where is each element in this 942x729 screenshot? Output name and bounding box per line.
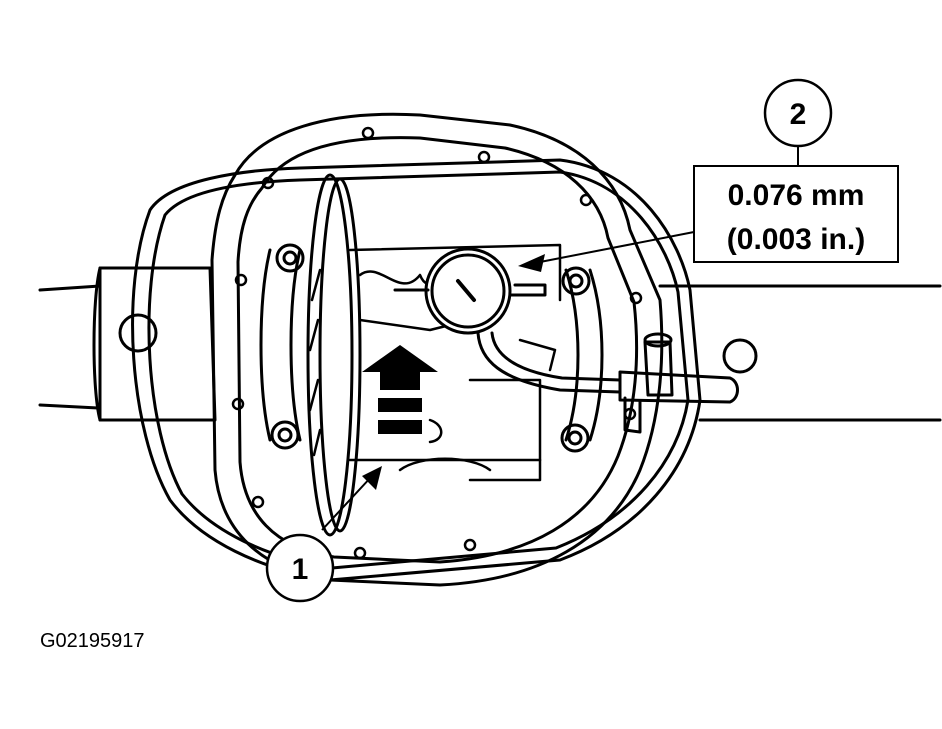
differential-internals xyxy=(348,243,562,482)
left-axle-tube xyxy=(38,266,217,422)
right-axle-tube xyxy=(658,284,942,422)
flange-bolt-holes xyxy=(231,126,643,560)
left-bearing-cap xyxy=(259,243,305,450)
callout-2-number: 2 xyxy=(790,98,807,131)
right-bearing-cap xyxy=(560,266,604,453)
callout-1: 1 xyxy=(265,533,335,603)
callout-1-leader xyxy=(321,466,382,531)
spec-imperial: (0.003 in.) xyxy=(727,223,865,256)
specification-box: 0.076 mm (0.003 in.) xyxy=(693,165,899,263)
cover-flange xyxy=(210,112,664,587)
differential-housing xyxy=(131,158,702,582)
figure-code: G02195917 xyxy=(40,630,145,652)
magnetic-base xyxy=(618,332,739,434)
callout-1-number: 1 xyxy=(292,553,309,586)
ring-gear xyxy=(306,173,362,537)
dial-indicator xyxy=(393,247,622,394)
spec-metric: 0.076 mm xyxy=(728,179,865,212)
callout-2: 2 xyxy=(763,78,833,148)
force-arrow xyxy=(362,345,438,434)
